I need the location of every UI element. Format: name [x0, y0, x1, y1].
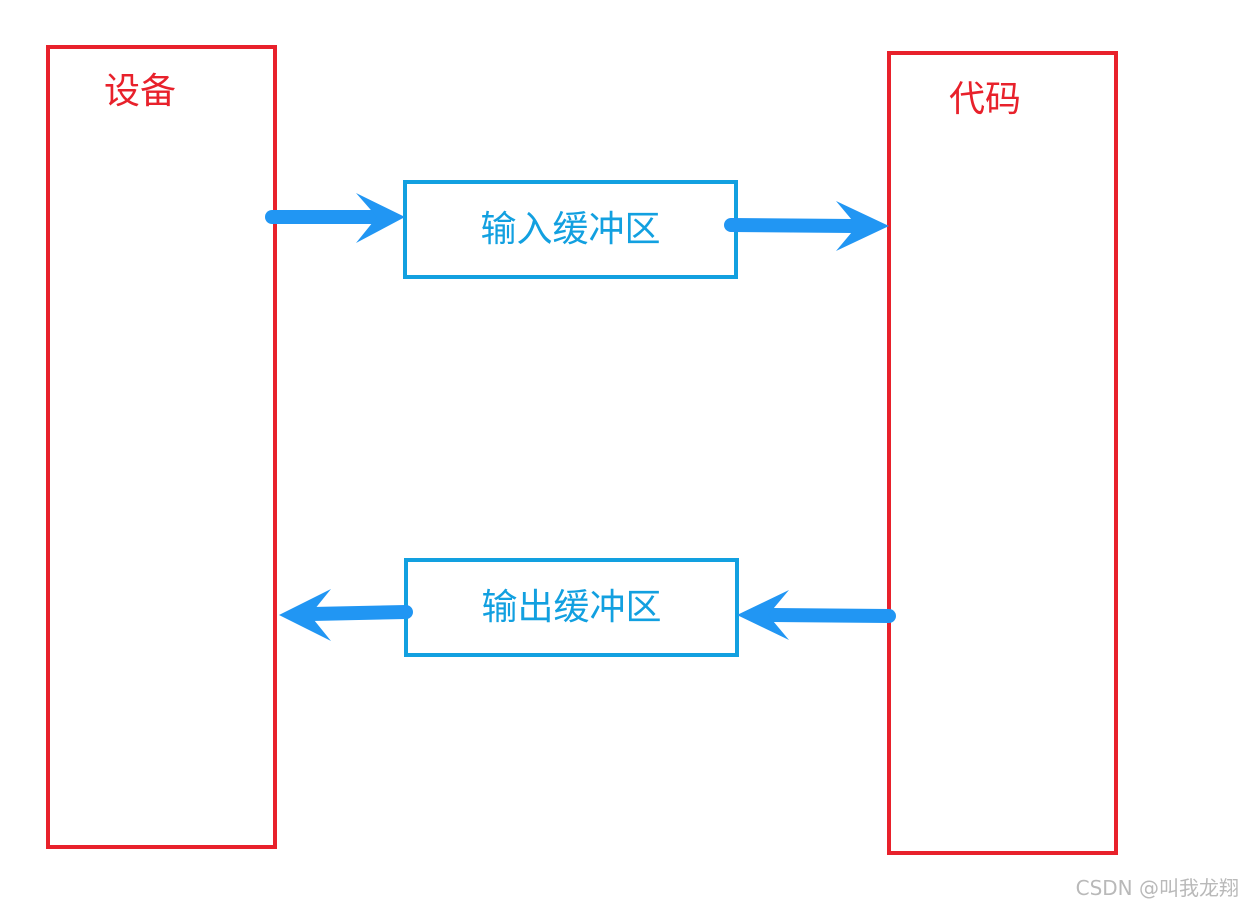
watermark: CSDN @叫我龙翔 [1075, 876, 1239, 900]
arrow-output-buffer-to-device [305, 605, 413, 621]
input-buffer-box: 输入缓冲区 [403, 180, 738, 279]
arrow-code-to-output-buffer [765, 608, 896, 623]
code-label: 代码 [949, 79, 1022, 120]
arrow-device-to-input-buffer-head [356, 193, 405, 243]
device-label: 设备 [104, 71, 177, 112]
output-buffer-box: 输出缓冲区 [404, 558, 739, 657]
arrow-code-to-output-buffer-head [737, 590, 789, 640]
code-box [887, 51, 1118, 855]
output-buffer-label: 输出缓冲区 [481, 586, 662, 628]
arrow-input-buffer-to-code [724, 218, 860, 233]
device-box [46, 45, 277, 849]
arrow-input-buffer-to-code-head [836, 201, 889, 251]
input-buffer-label: 输入缓冲区 [480, 208, 661, 250]
arrow-output-buffer-to-device-head [279, 589, 331, 641]
